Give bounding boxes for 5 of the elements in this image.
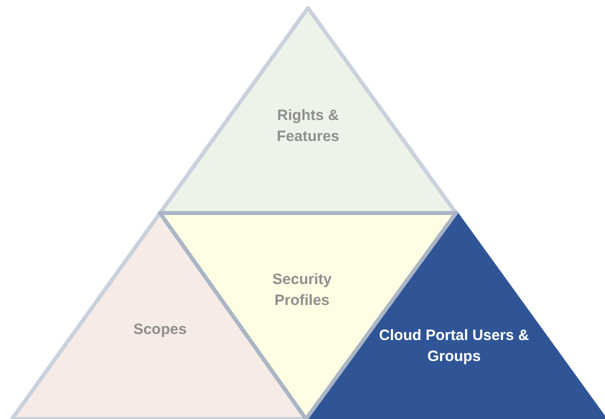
section-label: Security Profiles — [271, 270, 333, 311]
section-label: Cloud Portal Users & Groups — [378, 326, 530, 367]
triangle-section — [160, 8, 456, 213]
section-label: Rights & Features — [276, 106, 340, 147]
section-label: Scopes — [132, 320, 188, 340]
